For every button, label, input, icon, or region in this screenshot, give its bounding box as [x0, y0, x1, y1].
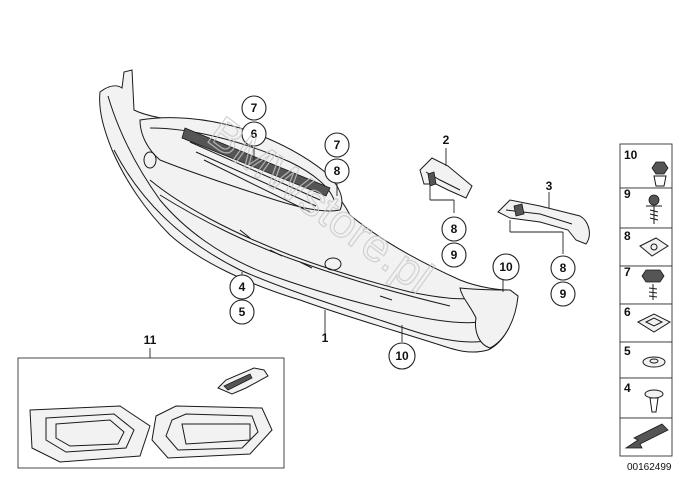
callout-label: 8	[560, 261, 567, 275]
legend-label-5: 5	[624, 344, 631, 358]
callout-10-lower: 10	[388, 342, 416, 370]
callout-7-upper: 7	[241, 95, 267, 121]
bolt-icon	[641, 269, 665, 283]
fastener-legend: 10 9 8 7 6 5 4	[619, 143, 673, 457]
callout-label: 7	[334, 138, 341, 152]
callout-8-part2: 8	[441, 216, 467, 242]
callout-7-middle: 7	[324, 132, 350, 158]
legend-label-8: 8	[624, 229, 631, 243]
leader-lines	[241, 147, 564, 342]
bumper-trim-panel	[99, 69, 519, 353]
callout-8-part3: 8	[550, 255, 576, 281]
callout-label: 7	[251, 101, 258, 115]
callout-label: 8	[451, 222, 458, 236]
label-part-2: 2	[443, 133, 450, 147]
expanding-rivet-icon	[644, 389, 664, 399]
legend-label-4: 4	[624, 381, 631, 395]
callout-10-right: 10	[492, 253, 520, 281]
label-part-1: 1	[322, 331, 329, 345]
callout-8-middle: 8	[324, 158, 350, 184]
label-part-3: 3	[546, 179, 553, 193]
label-part-11: 11	[144, 333, 157, 347]
callout-9-part2: 9	[441, 242, 467, 268]
callout-9-part3: 9	[550, 281, 576, 307]
washer-icon	[642, 356, 666, 368]
bracket-part-2	[419, 157, 473, 199]
callout-label: 10	[395, 349, 409, 363]
legend-cell-9	[619, 187, 673, 229]
square-clip-icon	[636, 313, 672, 333]
callout-label: 10	[499, 260, 513, 274]
callout-label: 9	[560, 287, 567, 301]
bracket-part-3	[497, 199, 590, 245]
callout-5: 5	[229, 299, 255, 325]
hex-nut-icon	[651, 161, 669, 175]
callout-label: 9	[451, 248, 458, 262]
legend-label-7: 7	[624, 265, 631, 279]
callout-label: 5	[239, 305, 246, 319]
trim-set-box	[17, 357, 285, 469]
legend-label-9: 9	[624, 187, 631, 201]
drawing-code: 00162499	[627, 462, 672, 473]
callout-label: 4	[239, 280, 246, 294]
callout-6: 6	[241, 121, 267, 147]
legend-label-10: 10	[624, 148, 638, 162]
callout-4: 4	[229, 274, 255, 300]
legend-label-6: 6	[624, 305, 631, 319]
callout-label: 6	[251, 127, 258, 141]
arrow-icon	[624, 423, 669, 449]
clip-nut-icon	[639, 237, 669, 257]
screw-icon	[648, 194, 660, 206]
callout-label: 8	[334, 164, 341, 178]
